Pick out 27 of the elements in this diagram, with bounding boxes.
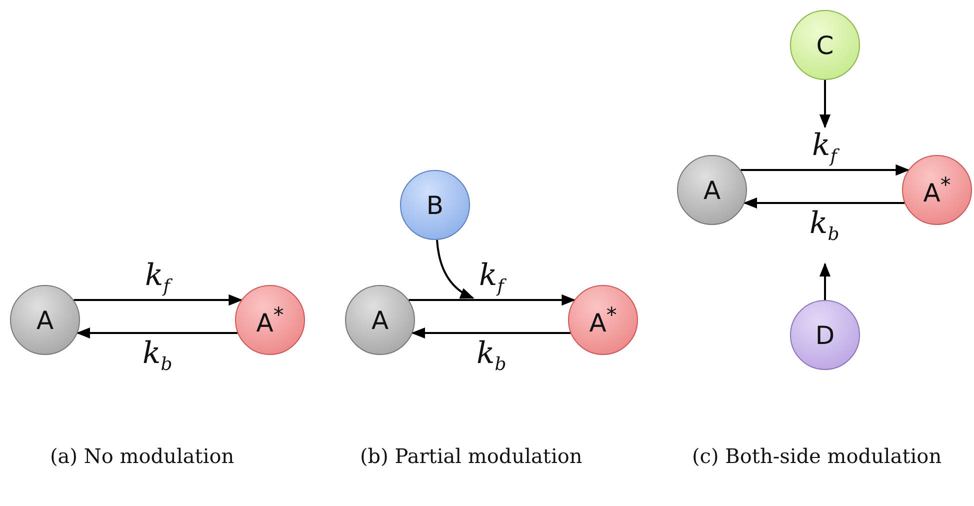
node-label: B (426, 190, 444, 220)
node-label: A$^{*}$ (923, 172, 951, 208)
arrow (74, 294, 243, 306)
arrow (76, 327, 238, 339)
panel-caption: (c) Both-side modulation (692, 443, 943, 470)
arrow (819, 80, 831, 128)
panel-caption: (a) No modulation (50, 443, 236, 470)
rate-constant-label: k$_{b}$ (476, 339, 506, 374)
arrow (408, 294, 576, 306)
node-label: A$^{*}$ (589, 302, 617, 338)
arrow (411, 327, 570, 339)
rate-constant-label: k$_{b}$ (142, 339, 172, 374)
arrow (740, 164, 910, 176)
arrow (819, 262, 831, 300)
arrow (436, 240, 474, 299)
node-label: A (371, 306, 389, 334)
arrow (743, 197, 904, 209)
rate-constant-label: k$_{f}$ (145, 261, 170, 296)
node-label: D (815, 320, 835, 350)
rate-constant-label: k$_{b}$ (810, 209, 840, 244)
node-label: A$^{*}$ (256, 302, 284, 338)
rate-constant-label: k$_{f}$ (812, 131, 837, 166)
node-label: C (816, 30, 834, 60)
rate-constant-label: k$_{f}$ (479, 261, 504, 296)
node-label: A (703, 176, 721, 204)
panel-caption: (b) Partial modulation (360, 443, 584, 470)
node-label: A (36, 306, 54, 334)
